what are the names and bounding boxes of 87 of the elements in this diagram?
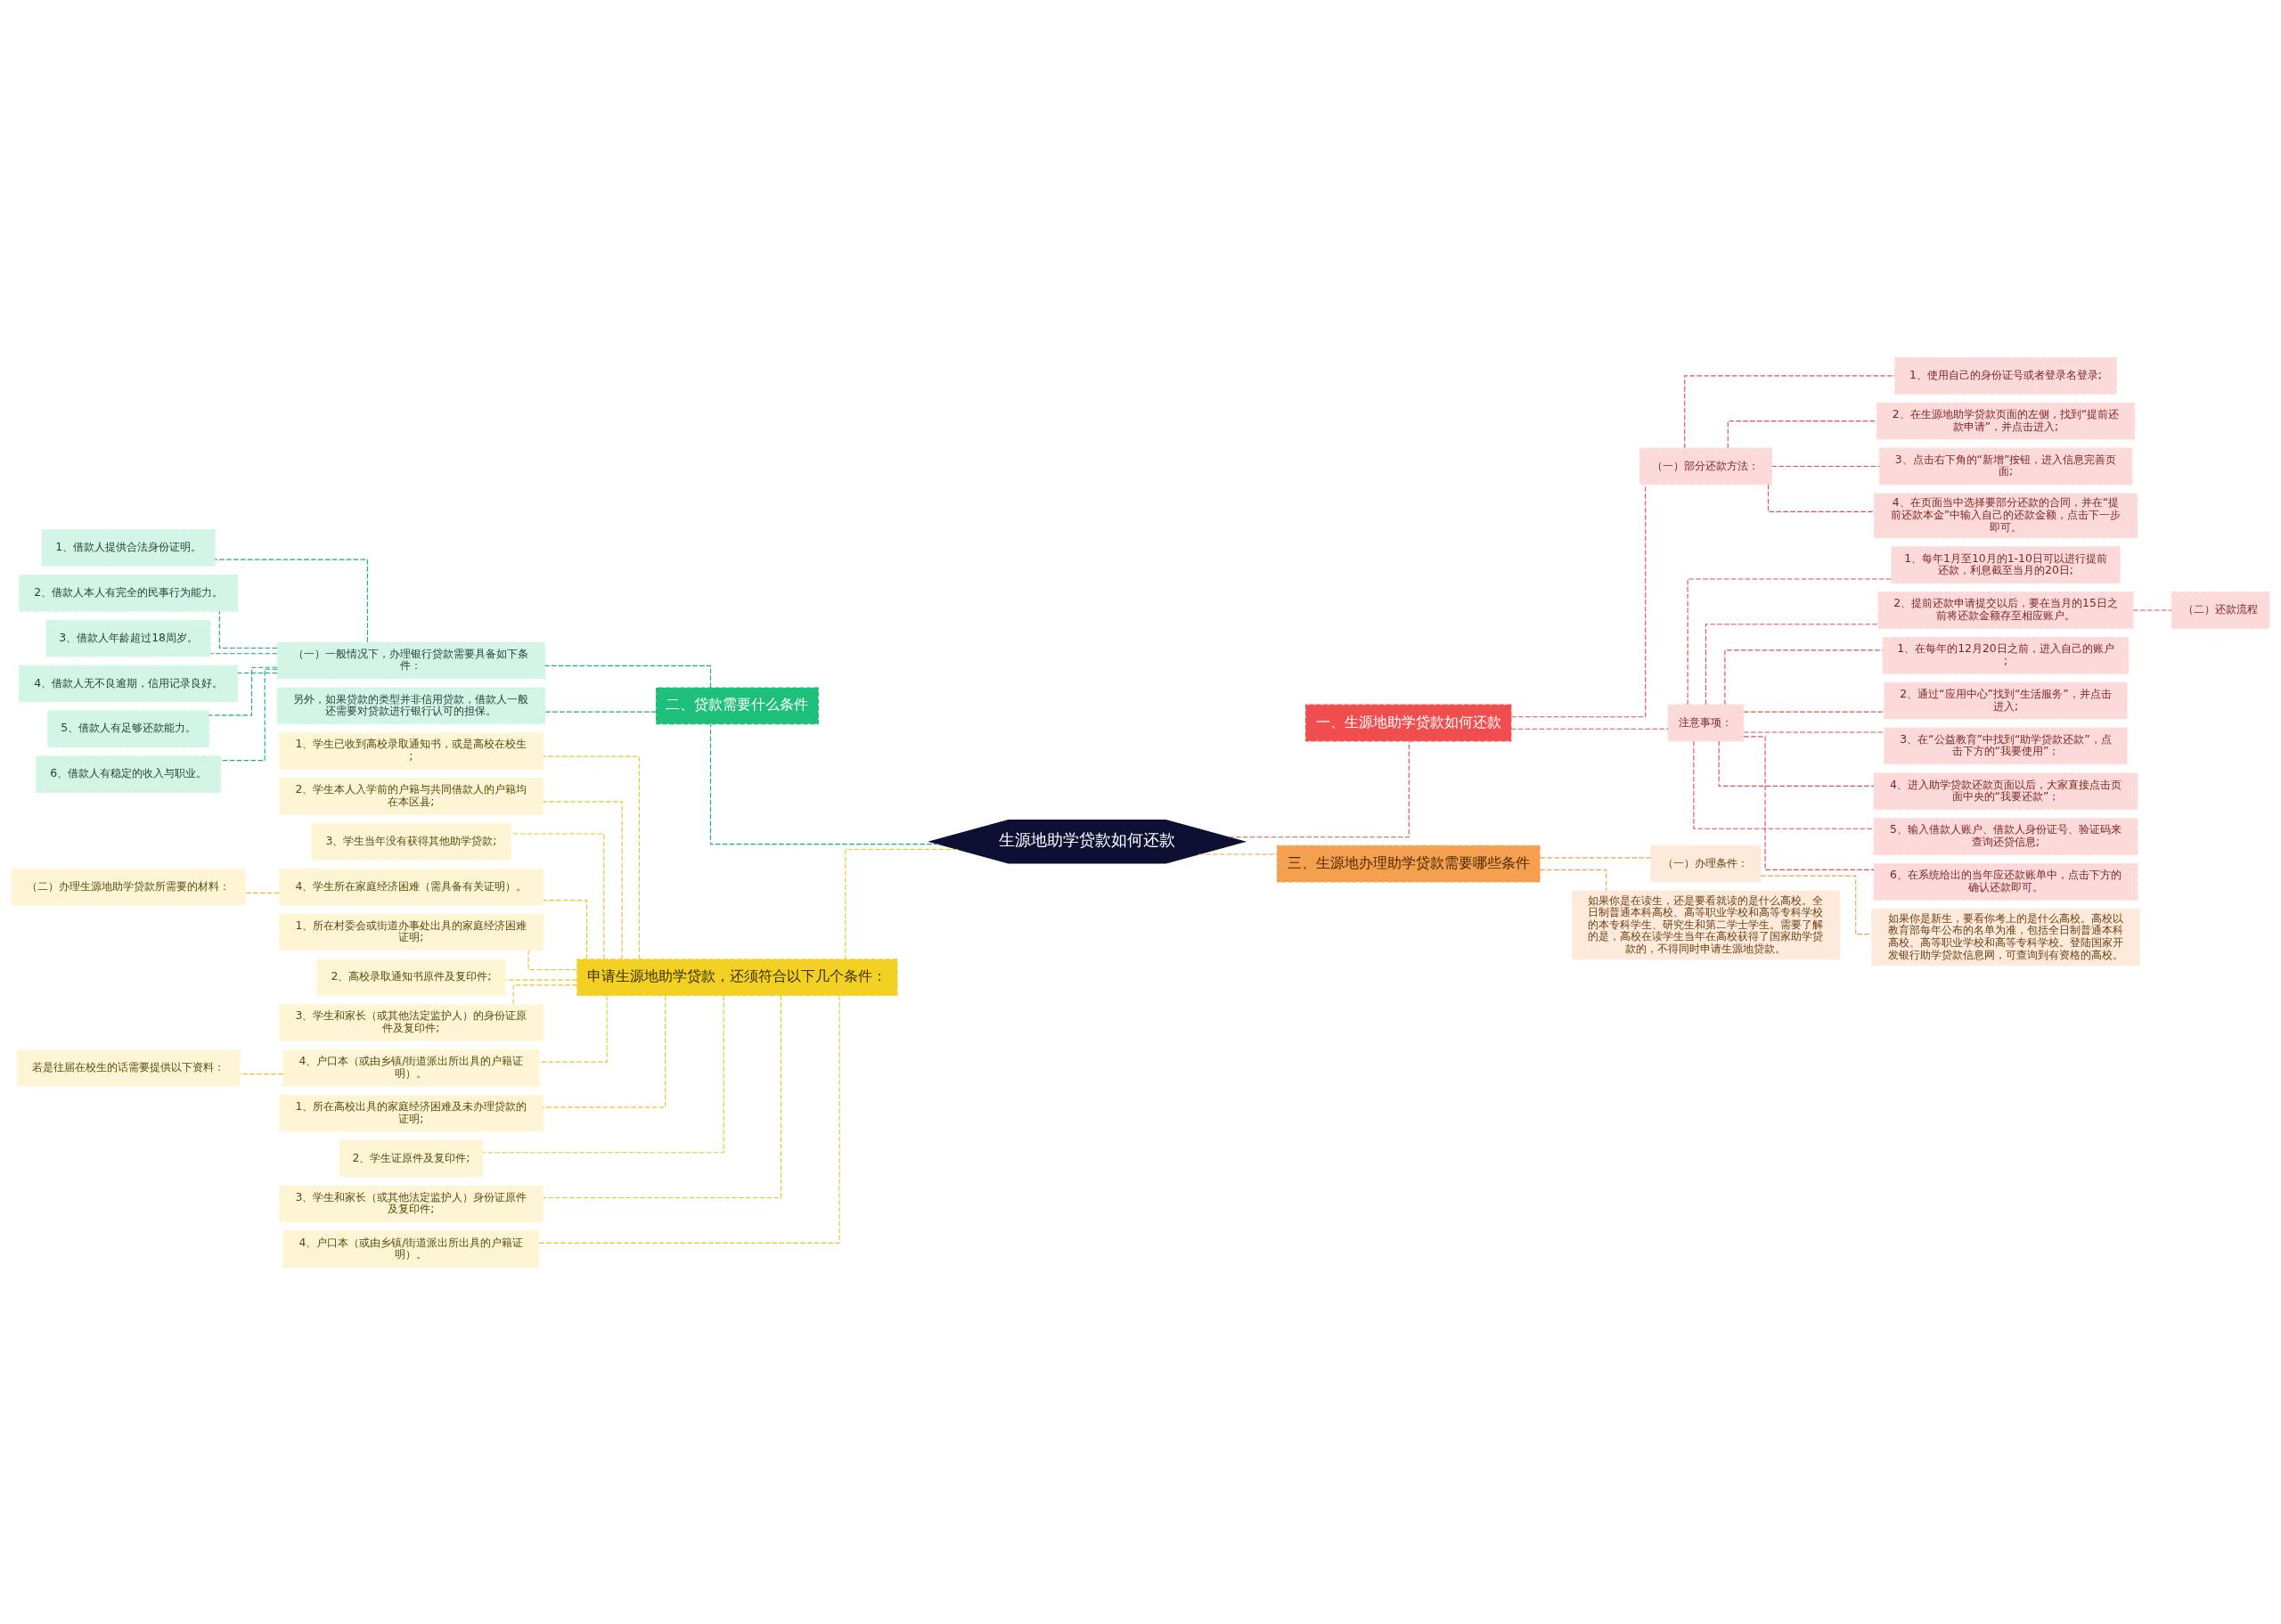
node-box: 2、借款人本人有完全的民事行为能力。 <box>19 574 239 612</box>
connector <box>1198 853 1278 855</box>
connector <box>527 949 578 970</box>
connector <box>1767 483 1875 512</box>
connector <box>542 994 666 1107</box>
connector <box>1540 856 1652 858</box>
connector <box>1727 420 1877 449</box>
node-box: 若是往届在校生的话需要提供以下资料： <box>16 1049 241 1087</box>
node-box: 1、每年1月至10月的1-10日可以进行提前还款，利息截至当月的20日; <box>1891 545 2121 583</box>
node-box: 4、在页面当中选择要部分还款的合同，并在“提前还款本金”中输入自己的还款金额，点击下一步即可。 <box>1874 492 2138 538</box>
connector <box>510 832 605 959</box>
connector <box>209 652 278 654</box>
connector <box>208 666 278 715</box>
node-box: 3、在“公益教育”中找到“助学贷款还款”，点击下方的“我要使用”； <box>1884 727 2128 764</box>
node-box: 2、提前还款申请提交以后，要在当月的15日之前将还款金额存至相应账户。 <box>1877 591 2134 629</box>
connector <box>504 979 578 981</box>
connector <box>543 994 782 1198</box>
connector <box>2132 608 2172 611</box>
node-box: 3、借款人年龄超过18周岁。 <box>45 619 211 657</box>
connector <box>544 711 657 713</box>
connector <box>1510 728 1669 730</box>
node-box: （一）办理条件： <box>1650 845 1762 882</box>
connector <box>239 1073 284 1074</box>
connector <box>1693 740 1875 829</box>
connector <box>219 668 278 761</box>
connector <box>845 848 959 959</box>
connector <box>1743 711 1885 713</box>
node-box: 3、学生和家长（或其他法定监护人）身份证原件及复印件; <box>278 1184 544 1222</box>
node-box: 注意事项： <box>1667 704 1745 741</box>
node-box: 如果你是新生，要看你考上的是什么高校。高校以教育部每年公布的名单为准，包括全日制普通本科高校、高等职业学校和高等专科学校。登陆国家开发银行助学贷款信息网，可查询到有资格的高校。 <box>1871 908 2140 966</box>
connector <box>543 755 640 959</box>
node-box: 6、借款人有稳定的收入与职业。 <box>36 755 221 793</box>
node-box: （二）办理生源地助学贷款所需要的材料： <box>11 868 246 905</box>
node-box: 4、户口本（或由乡镇/街道派出所出具的户籍证明）。 <box>282 1049 540 1087</box>
node-box: 3、点击右下角的“新增”按钮，进入信息完善页面; <box>1878 447 2133 485</box>
node-box: 2、通过“应用中心”找到“生活服务”，并点击进入; <box>1884 681 2128 720</box>
connector <box>538 994 608 1063</box>
node-box: 二、贷款需要什么条件 <box>655 686 819 724</box>
node-box: （一）一般情况下，办理银行贷款需要具备如下条件： <box>276 641 546 679</box>
node-box: 4、进入助学贷款还款页面以后，大家直接点击页面中央的“我要还款”； <box>1873 771 2138 810</box>
connector <box>1687 577 1893 706</box>
connector <box>544 665 712 688</box>
connector <box>1771 465 1880 467</box>
node-box: 5、输入借款人账户、借款人身份证号、验证码来查询还贷信息; <box>1873 817 2138 855</box>
connector <box>218 610 278 649</box>
node-box: （二）还款流程 <box>2171 591 2270 629</box>
connector <box>1228 740 1410 837</box>
connector <box>1718 739 1875 787</box>
node-box: 6、在系统给出的当年应还款账单中，点击下方的确认还款即可。 <box>1873 862 2138 901</box>
node-box: 2、学生证原件及复印件; <box>339 1139 484 1177</box>
connector <box>1510 484 1647 717</box>
node-box: 1、借款人提供合法身份证明。 <box>41 528 216 567</box>
node-box: 2、学生本人入学前的户籍与共同借款人的户籍均在本区县; <box>278 777 544 815</box>
node-box: 1、所在村委会或街道办事处出具的家庭经济困难证明; <box>278 913 544 951</box>
node-box: 4、学生所在家庭经济困难（需具备有关证明）。 <box>278 868 544 905</box>
node-box: 4、户口本（或由乡镇/街道派出所出具的户籍证明）。 <box>282 1229 540 1268</box>
node-box: 三、生源地办理助学贷款需要哪些条件 <box>1276 845 1541 882</box>
node-box: 5、借款人有足够还款能力。 <box>47 709 209 747</box>
node-box: 2、在生源地助学贷款页面的左侧，找到“提前还款申请”，并点击进入; <box>1876 402 2136 440</box>
connector <box>1539 869 1607 891</box>
connector <box>543 800 623 959</box>
node-box: 1、在每年的12月20日之前，进入自己的账户; <box>1882 636 2130 674</box>
connector <box>543 899 588 959</box>
connector <box>538 994 840 1244</box>
node-box: （一）部分还款方法： <box>1639 447 1772 485</box>
connector <box>709 722 940 845</box>
connector <box>1684 374 1896 448</box>
node-box: 一、生源地助学贷款如何还款 <box>1304 704 1512 741</box>
connector <box>512 983 578 1005</box>
node-box: 4、借款人无不良逾期，信用记录良好。 <box>19 665 239 702</box>
node-box: 1、所在高校出具的家庭经济困难及未办理贷款的证明; <box>278 1094 544 1132</box>
node-box: 2、高校录取通知书原件及复印件; <box>316 958 506 996</box>
connector <box>237 672 278 673</box>
node-box: 申请生源地助学贷款，还须符合以下几个条件： <box>576 958 898 996</box>
node-box: 另外，如果贷款的类型并非信用贷款，借款人一般还需要对贷款进行银行认可的担保。 <box>276 686 546 724</box>
node-box: 3、学生当年没有获得其他助学贷款; <box>311 822 511 861</box>
node-box: 3、学生和家长（或其他法定监护人）的身份证原件及复印件; <box>278 1003 544 1041</box>
connector <box>244 892 281 894</box>
node-box: 1、学生已收到高校录取通知书，或是高校在校生; <box>278 731 544 770</box>
connector <box>214 559 368 642</box>
connector <box>1743 735 1875 870</box>
node-box: 1、使用自己的身份证号或者登录名登录; <box>1894 356 2117 395</box>
connector <box>482 994 724 1153</box>
connector <box>1705 623 1879 705</box>
connector <box>1743 730 1885 733</box>
node-box: 如果你是在读生，还是要看就读的是什么高校。全日制普通本科高校、高等职业学校和高等专科学校的本专科学生、研究生和第二学士学生。需要了解的是，高校在读学生当年在高校获得了国家助学贷款的，不得同时申请生源地贷款。 <box>1571 890 1841 959</box>
connector <box>1724 649 1884 705</box>
